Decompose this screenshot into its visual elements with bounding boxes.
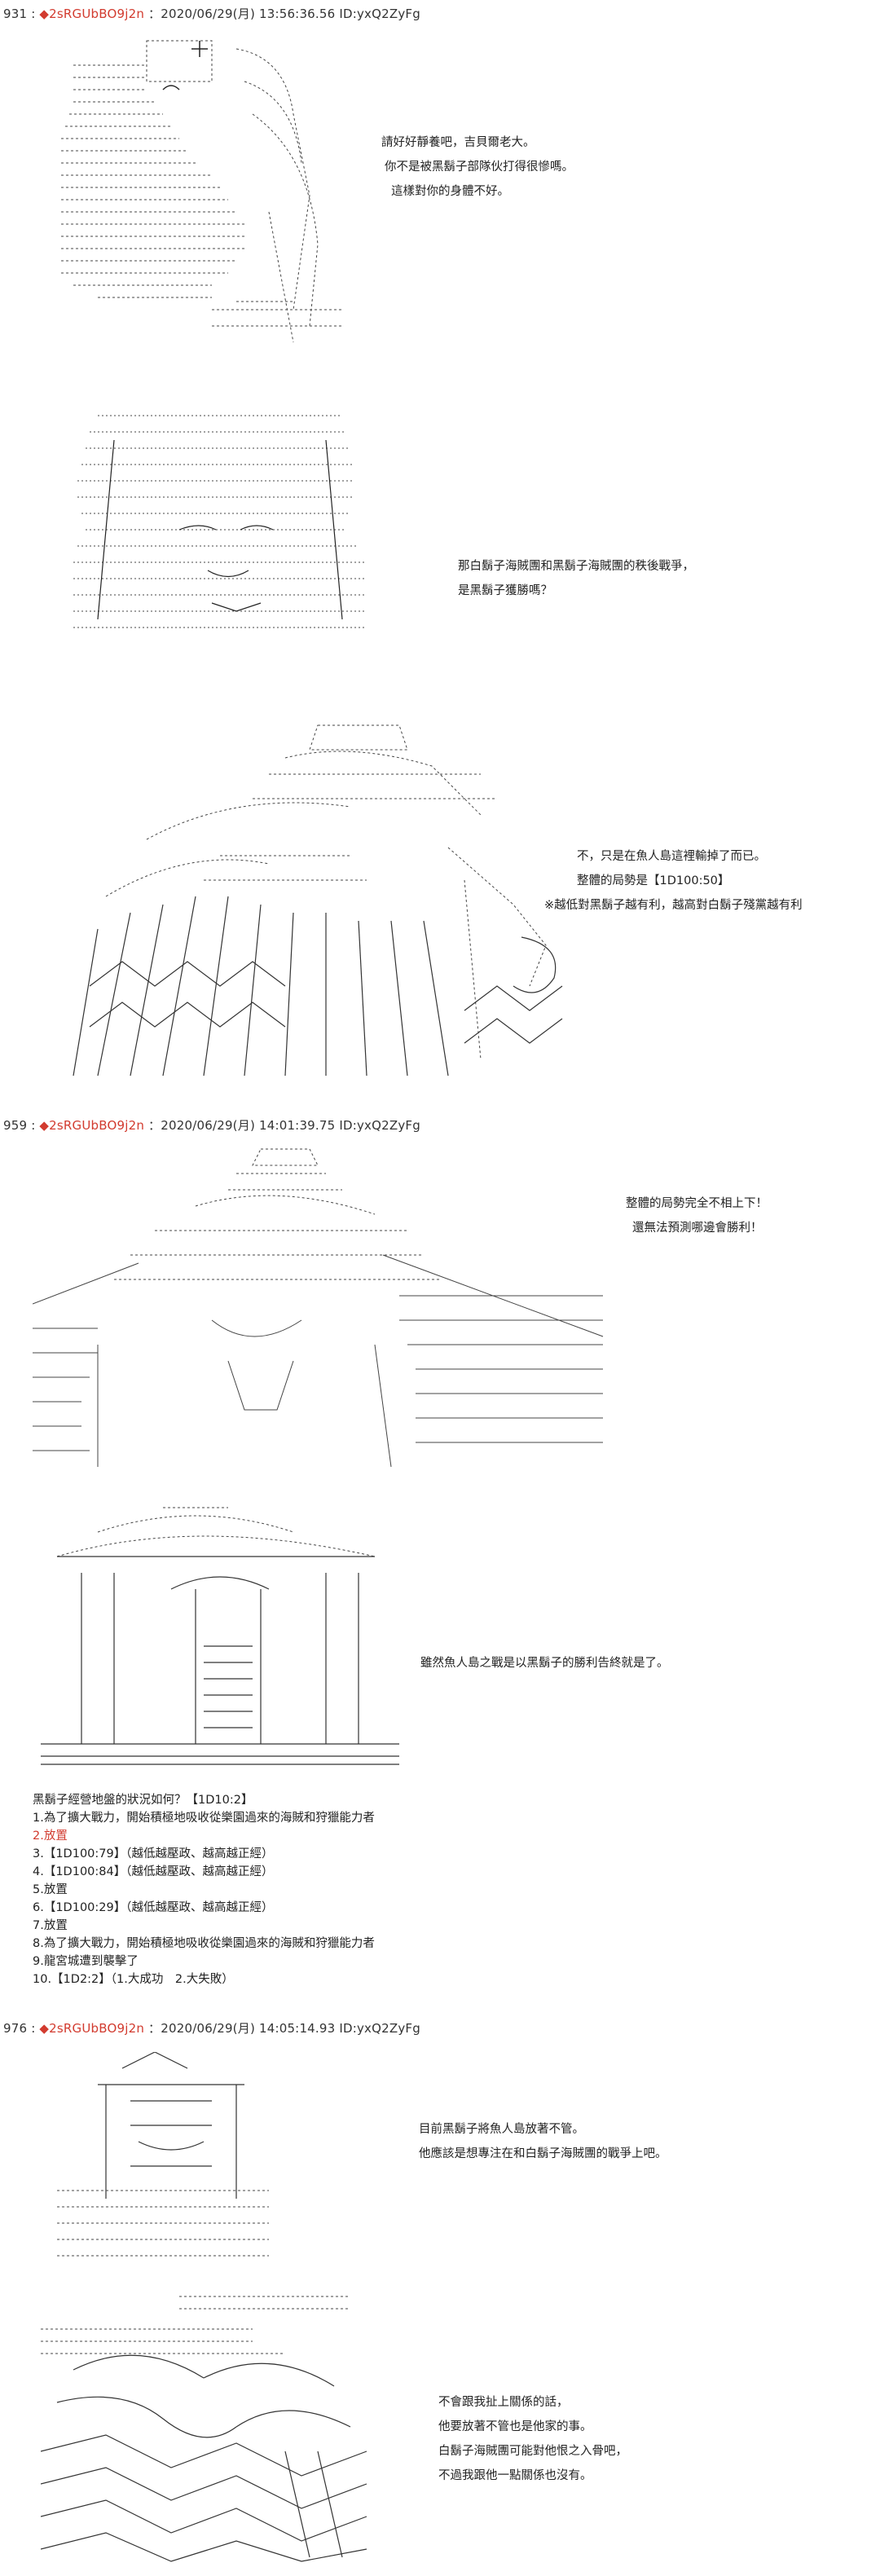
dice-roll-results: 黑鬍子經營地盤的狀況如何？【1D10:2】 1.為了擴大戰力，開始積極地吸收從樂… bbox=[33, 1791, 375, 1988]
ascii-art-crowned-figure bbox=[33, 1148, 604, 1467]
dialogue-panel-1: 目前黑鬍子將魚人島放著不管。 他應該是想專注在和白鬍子海賊團的戰爭上吧。 bbox=[419, 2117, 667, 2166]
ascii-art-character-portrait bbox=[73, 415, 367, 628]
dialogue-line: 目前黑鬍子將魚人島放著不管。 bbox=[419, 2123, 584, 2136]
choice-item-selected: 2.放置 bbox=[33, 1830, 68, 1843]
choice-item: 3.【1D100:79】（越低越壓政、越高越正經） bbox=[33, 1847, 274, 1860]
post-931: 931 : ◆2sRGUbBO9j2n ：2020/06/29(月) 13:56… bbox=[0, 0, 880, 1125]
dialogue-line: 雖然魚人島之戰是以黑鬍子的勝利告終就是了。 bbox=[420, 1657, 669, 1670]
post-number: 959 : bbox=[3, 1118, 36, 1133]
dialogue-line: 還無法預測哪邊會勝利！ bbox=[632, 1222, 763, 1235]
dialogue-line: 這樣對你的身體不好。 bbox=[391, 185, 509, 198]
choice-item: 7.放置 bbox=[33, 1919, 68, 1932]
ascii-art-figure-at-desk bbox=[57, 2052, 269, 2257]
dialogue-line: 是黑鬍子獲勝嗎？ bbox=[458, 584, 552, 597]
dialogue-panel-2: 雖然魚人島之戰是以黑鬍子的勝利告終就是了。 bbox=[420, 1651, 669, 1676]
dialogue-panel-1: 整體的局勢完全不相上下！ 還無法預測哪邊會勝利！ bbox=[626, 1191, 768, 1240]
ascii-art-man-with-sword bbox=[61, 40, 342, 343]
dialogue-line: 不，只是在魚人島這裡輸掉了而已。 bbox=[577, 850, 766, 863]
dialogue-line: 你不是被黑鬍子部隊伙打得很慘嗎。 bbox=[385, 161, 574, 174]
dialogue-line: 他要放著不管也是他家的事。 bbox=[438, 2420, 592, 2433]
dialogue-panel-3: 不，只是在魚人島這裡輸掉了而已。 整體的局勢是【1D100:50】 ※越低對黑鬍… bbox=[544, 844, 803, 918]
dialogue-line: 整體的局勢是【1D100:50】 bbox=[577, 874, 730, 887]
ascii-art-robed-figure bbox=[41, 2296, 367, 2562]
dialogue-line: 那白鬍子海賊團和黑鬍子海賊團的秩後戰爭， bbox=[458, 560, 694, 573]
post-header: 976 : ◆2sRGUbBO9j2n ：2020/06/29(月) 14:05… bbox=[3, 2019, 420, 2037]
dialogue-line: 白鬍子海賊團可能對他恨之入骨吧， bbox=[438, 2445, 627, 2458]
dialogue-line: 請好好靜養吧，吉貝爾老大。 bbox=[381, 136, 535, 149]
ascii-art-armored-figure bbox=[73, 724, 563, 1077]
choice-title: 黑鬍子經營地盤的狀況如何？【1D10:2】 bbox=[33, 1794, 253, 1807]
choice-item: 9.龍宮城遭到襲擊了 bbox=[33, 1955, 139, 1968]
ascii-art-pavilion bbox=[41, 1507, 399, 1765]
post-date: ：2020/06/29(月) 14:01:39.75 ID:yxQ2ZyFg bbox=[148, 1118, 420, 1133]
dialogue-line: ※越低對黑鬍子越有利，越高對白鬍子殘黨越有利 bbox=[544, 899, 803, 912]
post-header: 931 : ◆2sRGUbBO9j2n ：2020/06/29(月) 13:56… bbox=[3, 5, 420, 22]
dialogue-panel-2: 那白鬍子海賊團和黑鬍子海賊團的秩後戰爭， 是黑鬍子獲勝嗎？ bbox=[458, 554, 694, 603]
poster-trip[interactable]: ◆2sRGUbBO9j2n bbox=[39, 7, 145, 21]
choice-item: 8.為了擴大戰力，開始積極地吸收從樂園過來的海賊和狩獵能力者 bbox=[33, 1937, 375, 1950]
post-959: 959 : ◆2sRGUbBO9j2n ：2020/06/29(月) 14:01… bbox=[0, 1116, 880, 2029]
dialogue-panel-1: 請好好靜養吧，吉貝爾老大。 你不是被黑鬍子部隊伙打得很慘嗎。 這樣對你的身體不好… bbox=[381, 130, 574, 204]
dialogue-line: 不過我跟他一點關係也沒有。 bbox=[438, 2469, 592, 2482]
dialogue-line: 他應該是想專注在和白鬍子海賊團的戰爭上吧。 bbox=[419, 2147, 667, 2160]
choice-item: 1.為了擴大戰力，開始積極地吸收從樂園過來的海賊和狩獵能力者 bbox=[33, 1812, 375, 1825]
post-number: 931 : bbox=[3, 7, 36, 21]
dialogue-line: 不會跟我扯上關係的話， bbox=[438, 2396, 569, 2409]
choice-item: 5.放置 bbox=[33, 1883, 68, 1896]
poster-trip[interactable]: ◆2sRGUbBO9j2n bbox=[39, 2021, 145, 2036]
dialogue-panel-2: 不會跟我扯上關係的話， 他要放著不管也是他家的事。 白鬍子海賊團可能對他恨之入骨… bbox=[438, 2390, 627, 2488]
poster-trip[interactable]: ◆2sRGUbBO9j2n bbox=[39, 1118, 145, 1133]
post-date: ：2020/06/29(月) 13:56:36.56 ID:yxQ2ZyFg bbox=[148, 7, 420, 21]
post-date: ：2020/06/29(月) 14:05:14.93 ID:yxQ2ZyFg bbox=[148, 2021, 420, 2036]
post-976: 976 : ◆2sRGUbBO9j2n ：2020/06/29(月) 14:05… bbox=[0, 2019, 880, 2576]
choice-item: 6.【1D100:29】（越低越壓政、越高越正經） bbox=[33, 1901, 274, 1914]
post-header: 959 : ◆2sRGUbBO9j2n ：2020/06/29(月) 14:01… bbox=[3, 1116, 420, 1134]
choice-item: 4.【1D100:84】（越低越壓政、越高越正經） bbox=[33, 1865, 274, 1878]
dialogue-line: 整體的局勢完全不相上下！ bbox=[626, 1197, 768, 1210]
choice-item: 10.【1D2:2】（1.大成功 2.大失敗） bbox=[33, 1973, 234, 1986]
post-number: 976 : bbox=[3, 2021, 36, 2036]
